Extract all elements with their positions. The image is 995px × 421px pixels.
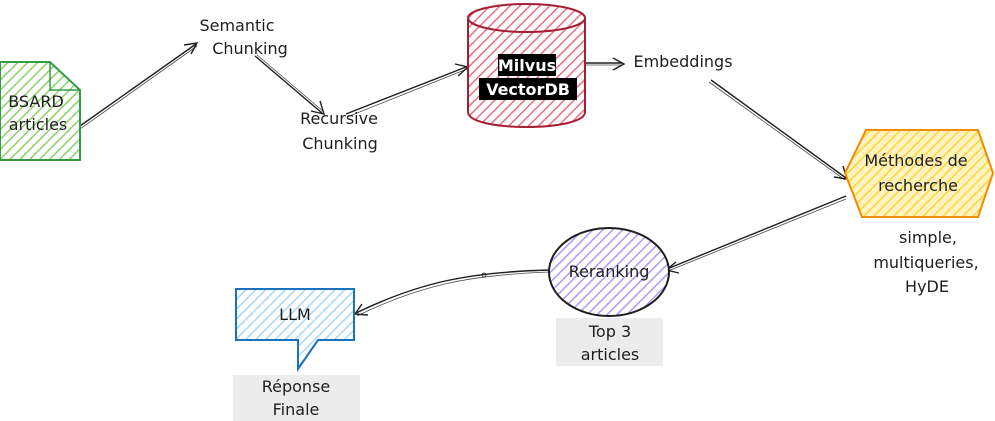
- recursive-label-line2: Chunking: [302, 134, 378, 153]
- milvus-label-bg-1: [498, 54, 556, 76]
- semantic-label-line1: Semantic: [199, 16, 274, 35]
- edge-embeddings-to-methodes: [708, 79, 848, 181]
- speech-bubble-shape: [235, 288, 355, 373]
- recursive-label-line1: Recursive: [300, 109, 378, 128]
- reranking-label: Reranking: [569, 262, 650, 281]
- node-llm: LLM: [235, 288, 355, 373]
- milvus-label-line2: VectorDB: [486, 80, 570, 99]
- node-recursive-chunking: Recursive Chunking: [300, 109, 378, 153]
- node-milvus-vectordb: Milvus VectorDB: [467, 3, 586, 128]
- node-methodes-recherche: Méthodes de recherche: [843, 129, 995, 218]
- top3-note-bg: [556, 318, 663, 366]
- methodes-label-line1: Méthodes de: [864, 151, 967, 170]
- node-embeddings: Embeddings: [633, 52, 732, 71]
- edge-semantic-to-recursive: [254, 54, 326, 115]
- methodes-note: simple, multiqueries, HyDE: [873, 228, 978, 296]
- llm-label: LLM: [279, 305, 311, 324]
- methodes-label-line2: recherche: [878, 176, 958, 195]
- top3-note: Top 3 articles: [556, 318, 663, 366]
- edge-bsard-to-semantic: [79, 42, 199, 130]
- note-line3: HyDE: [905, 277, 949, 296]
- hexagon-shape: [843, 129, 995, 218]
- note-line2: multiqueries,: [873, 253, 978, 272]
- top3-line2: articles: [581, 345, 640, 364]
- top3-line1: Top 3: [588, 322, 631, 341]
- embeddings-label: Embeddings: [633, 52, 732, 71]
- note-line1: simple,: [899, 228, 957, 247]
- milvus-label-bg-2: [479, 78, 577, 100]
- reponse-line1: Réponse: [262, 377, 331, 396]
- reponse-note-bg: [233, 375, 360, 421]
- node-semantic-chunking: Semantic Chunking: [199, 16, 287, 58]
- ellipse-shape: [548, 227, 670, 317]
- bsard-label-line1: BSARD: [8, 92, 64, 111]
- node-reranking: Reranking: [548, 227, 670, 317]
- edge-reranking-to-llm: [353, 269, 551, 317]
- edge-milvus-to-embeddings: [585, 57, 626, 71]
- milvus-label-line1: Milvus: [498, 56, 556, 75]
- edge-methodes-to-reranking: [664, 195, 847, 274]
- semantic-label-line2: Chunking: [212, 39, 288, 58]
- node-bsard-articles: BSARD articles: [0, 61, 81, 161]
- document-shape: [0, 61, 81, 161]
- reponse-note: Réponse Finale: [233, 375, 360, 421]
- reponse-line2: Finale: [273, 400, 320, 419]
- bsard-label-line2: articles: [9, 115, 68, 134]
